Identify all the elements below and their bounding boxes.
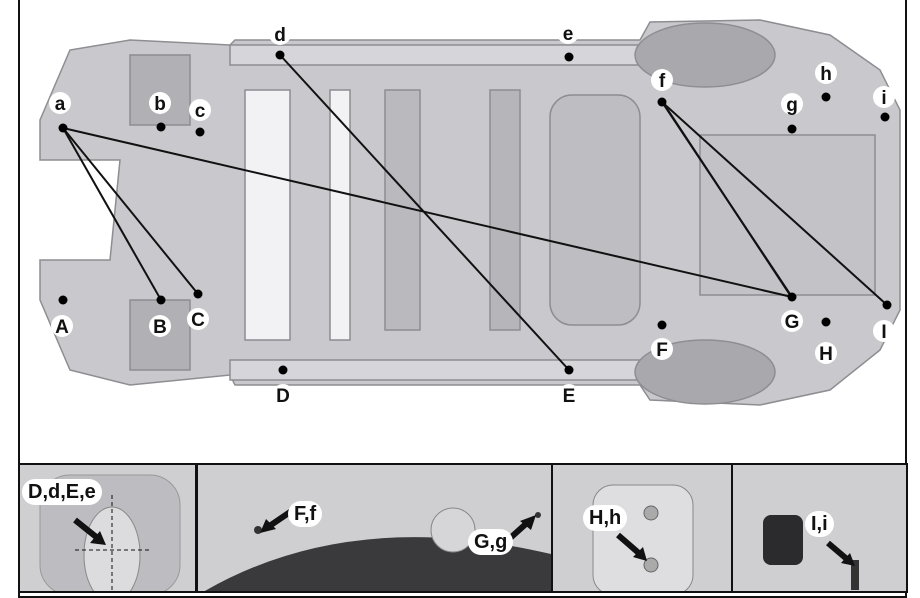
point-label-b: b bbox=[154, 94, 166, 115]
measurement-line-d-E bbox=[279, 54, 570, 371]
panel-label: F,f bbox=[288, 501, 323, 527]
bracket-detail bbox=[592, 484, 694, 591]
point-marker-F bbox=[657, 320, 667, 330]
point-label-h: h bbox=[820, 64, 832, 85]
measurement-line-f-I bbox=[661, 101, 888, 306]
point-label-B: B bbox=[153, 317, 167, 338]
measurement-line-a-C bbox=[62, 127, 199, 295]
panel-label: D,d,E,e bbox=[22, 479, 102, 505]
point-label-bg bbox=[557, 22, 579, 44]
measurement-line-a-G bbox=[62, 127, 793, 298]
floor-hole-detail bbox=[763, 515, 859, 590]
point-label-bg bbox=[781, 310, 803, 332]
detail-panel-i: I,i bbox=[731, 463, 908, 593]
point-label-g: g bbox=[786, 95, 798, 116]
point-marker-I bbox=[882, 300, 892, 310]
point-label-H: H bbox=[819, 344, 833, 365]
point-label-C: C bbox=[191, 310, 205, 331]
point-label-bg bbox=[272, 384, 294, 406]
point-label-bg bbox=[269, 23, 291, 45]
point-marker-C bbox=[193, 289, 203, 299]
point-label-bg bbox=[873, 320, 895, 342]
measurement-line-a-B bbox=[62, 127, 162, 301]
point-marker-d bbox=[275, 50, 285, 60]
point-label-bg bbox=[187, 308, 209, 330]
point-label-i: i bbox=[881, 88, 886, 109]
point-label-bg bbox=[51, 315, 73, 337]
point-label-a: a bbox=[55, 94, 66, 115]
point-label-E: E bbox=[563, 386, 576, 407]
point-marker-D bbox=[278, 365, 288, 375]
point-marker-H bbox=[821, 317, 831, 327]
point-label-bg bbox=[49, 92, 71, 114]
panel-label: G,g bbox=[468, 529, 514, 555]
point-label-bg bbox=[651, 338, 673, 360]
point-label-bg bbox=[781, 93, 803, 115]
vehicle-underbody-view: a b cA B Cd eD Ef g h iF GH I bbox=[39, 19, 901, 407]
point-label-bg bbox=[189, 99, 211, 121]
vehicle-body bbox=[39, 19, 901, 406]
point-label-bg bbox=[558, 384, 580, 406]
point-label-A: A bbox=[55, 317, 69, 338]
point-marker-A bbox=[58, 295, 68, 305]
point-marker-c bbox=[195, 127, 205, 137]
point-label-bg bbox=[815, 62, 837, 84]
point-label-I: I bbox=[881, 322, 886, 343]
detail-panel-f-g: F,f G,g bbox=[196, 463, 553, 593]
measurement-line-f-G bbox=[663, 103, 791, 296]
panel-label: H,h bbox=[583, 505, 628, 531]
wheelhouse-detail bbox=[204, 507, 551, 591]
point-marker-f bbox=[657, 97, 667, 107]
point-marker-b bbox=[156, 122, 166, 132]
panel-label: I,i bbox=[805, 511, 834, 537]
point-label-bg bbox=[873, 86, 895, 108]
point-label-e: e bbox=[563, 24, 574, 45]
point-label-f: f bbox=[659, 71, 666, 92]
point-marker-a bbox=[58, 123, 68, 133]
point-label-F: F bbox=[656, 340, 668, 361]
measurement-lines bbox=[62, 54, 888, 371]
point-marker-B bbox=[156, 295, 166, 305]
point-label-bg bbox=[149, 92, 171, 114]
point-label-bg bbox=[651, 69, 673, 91]
detail-panel-d-e: D,d,E,e bbox=[18, 463, 197, 593]
point-marker-G bbox=[787, 292, 797, 302]
point-label-bg bbox=[815, 342, 837, 364]
point-label-D: D bbox=[276, 386, 290, 407]
measurement-points: a b cA B Cd eD Ef g h iF GH I bbox=[49, 22, 895, 407]
point-marker-i bbox=[880, 112, 890, 122]
detail-panel-h: H,h bbox=[551, 463, 733, 593]
point-label-G: G bbox=[785, 312, 800, 333]
point-marker-e bbox=[564, 52, 574, 62]
point-marker-g bbox=[787, 124, 797, 134]
point-label-d: d bbox=[274, 25, 286, 46]
point-marker-h bbox=[821, 92, 831, 102]
point-marker-E bbox=[564, 365, 574, 375]
point-label-c: c bbox=[195, 101, 206, 122]
point-label-bg bbox=[149, 315, 171, 337]
